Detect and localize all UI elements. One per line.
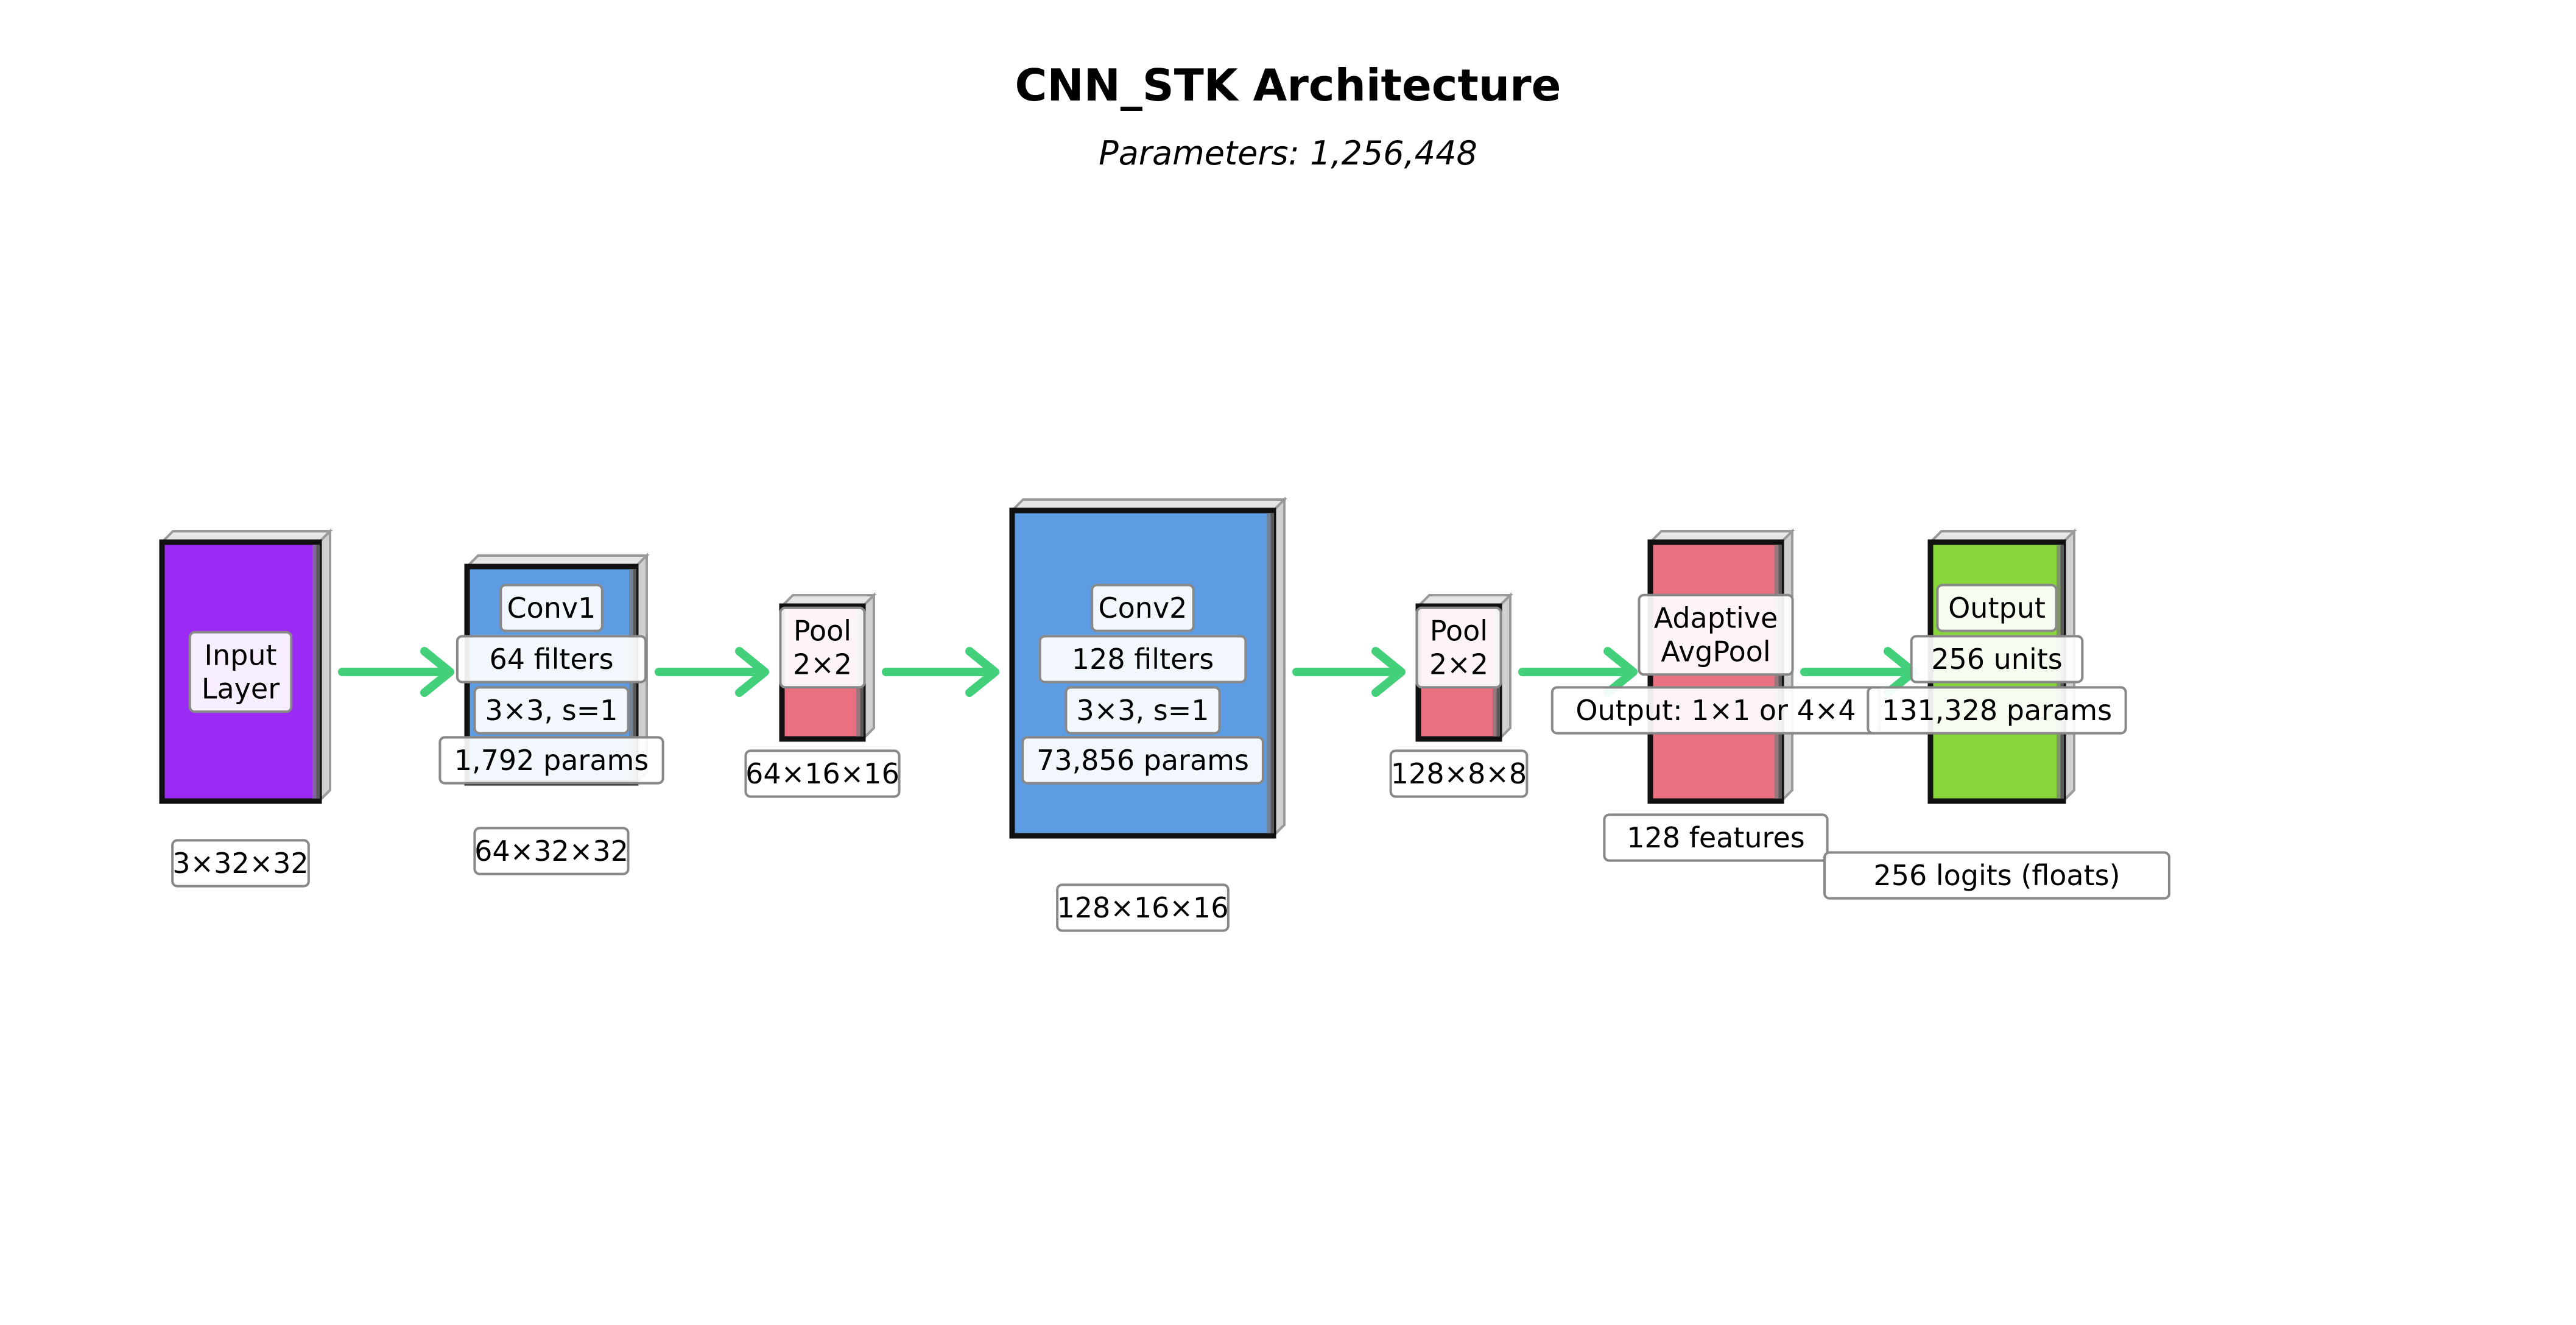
layer-conv1-label-1-box xyxy=(456,635,647,684)
layer-conv2-label-0-text: Conv2 xyxy=(1099,592,1188,624)
layer-conv1-label-2-box xyxy=(473,686,630,735)
layer-conv1-label-0-box xyxy=(499,584,604,632)
arrow-input-to-conv1 xyxy=(338,647,454,697)
layer-conv2-label-3-box xyxy=(1021,736,1264,785)
layer-input-shape-label-text: 3×32×32 xyxy=(172,847,308,880)
layer-conv2-shape-label-box xyxy=(1056,883,1230,932)
layer-conv2-label-2-box xyxy=(1065,686,1221,735)
layer-output-label-0-box xyxy=(1936,584,2058,632)
layer-conv2-label-3: 73,856 params xyxy=(1021,736,1264,785)
layer-avgpool-label-0-box xyxy=(1638,593,1794,676)
layer-avgpool-shape-label-box xyxy=(1603,813,1829,862)
layer-conv2-label-3-text: 73,856 params xyxy=(1036,744,1249,777)
layer-output-label-2-text: 131,328 params xyxy=(1882,694,2112,727)
layer-output-label-0: Output xyxy=(1936,584,2058,632)
layer-pool2-shape-label-box xyxy=(1389,749,1529,798)
layer-pool1-shape-label: 64×16×16 xyxy=(744,749,901,798)
arrow-head xyxy=(735,647,769,697)
layer-conv2-shape-label-text: 128×16×16 xyxy=(1057,891,1229,924)
arrow-conv1-to-pool1 xyxy=(655,647,769,697)
layer-avgpool-shape-label: 128 features xyxy=(1603,813,1829,862)
layer-conv1-shape-label-box xyxy=(473,827,630,875)
layer-conv2-label-0: Conv2 xyxy=(1091,584,1195,632)
arrow-head xyxy=(965,647,999,697)
layer-avgpool-label-1-text: Output: 1×1 or 4×4 xyxy=(1575,694,1856,727)
layer-conv2-shape-label: 128×16×16 xyxy=(1056,883,1230,932)
layer-conv1-label-2: 3×3, s=1 xyxy=(473,686,630,735)
layer-conv2-label-1-box xyxy=(1038,635,1247,684)
layer-output-label-1: 256 units xyxy=(1910,635,2084,684)
layer-output-shape-label-text: 256 logits (floats) xyxy=(1873,859,2120,892)
layer-conv1-label-0-text: Conv1 xyxy=(507,592,596,624)
layer-input-shape-label: 3×32×32 xyxy=(171,839,310,888)
layer-conv1-shape-label: 64×32×32 xyxy=(473,827,630,875)
layer-pool1-shape-label-box xyxy=(744,749,901,798)
layer-pool2-label-0-box xyxy=(1415,606,1502,689)
diagram-subtitle: Parameters: 1,256,448 xyxy=(1099,134,1477,172)
arrow-pool1-to-conv2 xyxy=(882,647,999,697)
layer-output-label-2-box xyxy=(1867,686,2127,735)
layer-pool1-label-0-box xyxy=(779,606,866,689)
layer-avgpool-shape-label-text: 128 features xyxy=(1627,821,1804,854)
layer-output-label-1-text: 256 units xyxy=(1931,643,2063,676)
layer-conv2-label-1-text: 128 filters xyxy=(1072,643,1214,676)
arrow-pool2-to-avgpool xyxy=(1518,647,1638,697)
layer-output-label-1-box xyxy=(1910,635,2084,684)
layer-input-label-0-box xyxy=(188,631,293,713)
diagram-title: CNN_STK Architecture xyxy=(1015,60,1561,111)
layer-conv1-label-1-text: 64 filters xyxy=(489,643,613,676)
arrow-head xyxy=(1371,647,1406,697)
layer-conv2-label-0-box xyxy=(1091,584,1195,632)
layer-input-shape-label-box xyxy=(171,839,310,888)
layer-output-label-0-text: Output xyxy=(1948,592,2046,624)
layer-pool2-shape-label: 128×8×8 xyxy=(1389,749,1529,798)
layer-conv1-label-1: 64 filters xyxy=(456,635,647,684)
layer-conv1-label-3-text: 1,792 params xyxy=(454,744,649,777)
layer-conv1-label-3: 1,792 params xyxy=(438,736,664,785)
layer-pool1-shape-label-text: 64×16×16 xyxy=(745,757,899,790)
layer-conv2-label-2: 3×3, s=1 xyxy=(1065,686,1221,735)
arrow-head xyxy=(1603,647,1638,697)
layer-output-shape-label: 256 logits (floats) xyxy=(1823,851,2170,900)
layer-output-label-2: 131,328 params xyxy=(1867,686,2127,735)
layer-conv1-shape-label-text: 64×32×32 xyxy=(474,835,628,867)
layer-conv2-label-1: 128 filters xyxy=(1038,635,1247,684)
arrow-conv2-to-pool2 xyxy=(1292,647,1406,697)
layer-conv2-label-2-text: 3×3, s=1 xyxy=(1076,694,1209,727)
arrow-head xyxy=(420,647,454,697)
layer-conv1-label-0: Conv1 xyxy=(499,584,604,632)
layer-avgpool-label-1: Output: 1×1 or 4×4 xyxy=(1550,686,1881,735)
layer-pool2-shape-label-text: 128×8×8 xyxy=(1391,757,1527,790)
layer-output-shape-label-box xyxy=(1823,851,2170,900)
layer-conv1-label-2-text: 3×3, s=1 xyxy=(485,694,618,727)
layer-conv1-label-3-box xyxy=(438,736,664,785)
